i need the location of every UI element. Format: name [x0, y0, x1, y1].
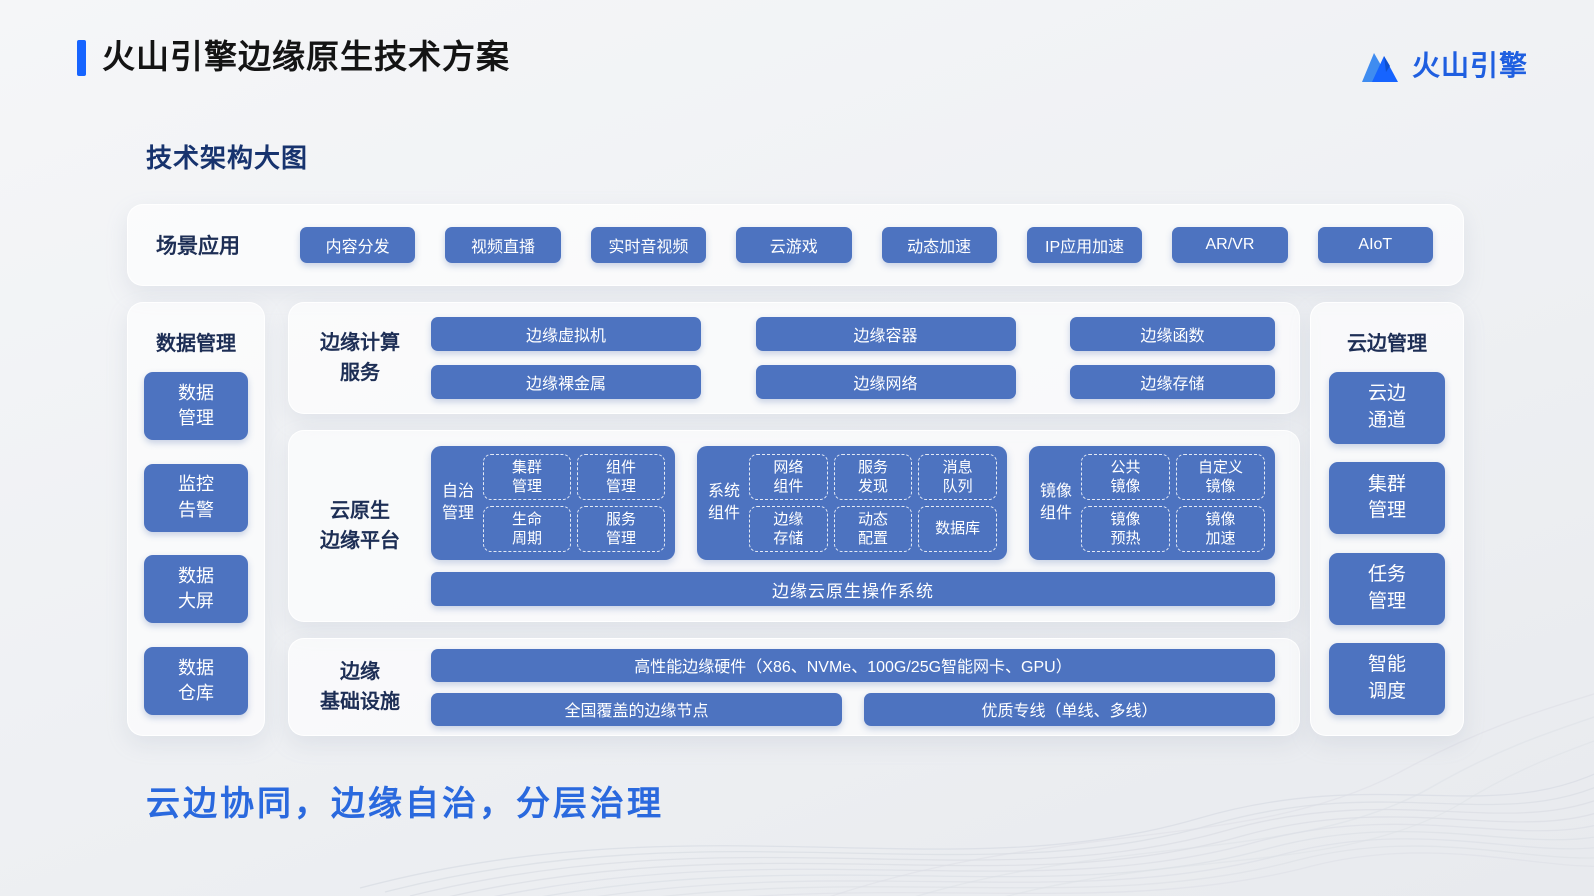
slogan-text: 云边协同，边缘自治，分层治理 — [146, 785, 664, 823]
image-acceleration-item: 镜像 加速 — [1176, 506, 1265, 552]
component-management-item: 组件 管理 — [577, 454, 665, 500]
edge-container-item: 边缘容器 — [755, 317, 1016, 351]
page-title: 火山引擎边缘原生技术方案 — [102, 38, 510, 75]
scenario-item-rtc: 实时音视频 — [590, 227, 707, 263]
premium-lines-bar: 优质专线（单线、多线） — [864, 692, 1275, 726]
data-management-panel-label: 数据管理 — [156, 333, 236, 355]
image-prewarm-item: 镜像 预热 — [1081, 506, 1170, 552]
scenario-panel: 场景应用 内容分发 视频直播 实时音视频 云游戏 动态加速 IP应用加速 AR/… — [127, 204, 1464, 286]
network-component-item: 网络 组件 — [749, 454, 828, 500]
cloud-edge-panel-label: 云边管理 — [1347, 333, 1427, 355]
custom-image-item: 自定义 镜像 — [1176, 454, 1265, 500]
task-management-item: 任务 管理 — [1329, 552, 1445, 625]
edge-infrastructure-panel-label: 边缘 基础设施 — [320, 661, 400, 713]
scenario-item-ar-vr: AR/VR — [1172, 227, 1288, 263]
scenario-item-ip-acceleration: IP应用加速 — [1026, 227, 1143, 263]
scenario-item-live-video: 视频直播 — [445, 227, 561, 263]
monitoring-alert-item: 监控 告警 — [144, 463, 248, 532]
autonomy-management-group: 自治 管理 集群 管理 组件 管理 生命 周期 服务 管理 — [431, 446, 675, 560]
scenario-panel-label: 场景应用 — [156, 235, 240, 258]
cloud-native-groups: 自治 管理 集群 管理 组件 管理 生命 周期 服务 管理 系统 组件 网络 组… — [431, 446, 1275, 560]
database-item: 数据库 — [918, 506, 997, 552]
data-management-item: 数据 管理 — [144, 372, 248, 440]
intelligent-scheduling-item: 智能 调度 — [1329, 642, 1445, 715]
edge-vm-item: 边缘虚拟机 — [431, 317, 701, 351]
brand-logo: 火山引擎 — [1361, 44, 1528, 84]
edge-storage-component-item: 边缘 存储 — [749, 506, 828, 552]
system-components-group-label: 系统 组件 — [707, 483, 740, 522]
title-accent-bar — [77, 40, 86, 76]
edge-storage-item: 边缘存储 — [1070, 365, 1275, 399]
message-queue-item: 消息 队列 — [918, 454, 997, 500]
data-management-panel: 数据管理 数据 管理 监控 告警 数据 大屏 数据 仓库 — [127, 302, 265, 736]
edge-function-item: 边缘函数 — [1070, 317, 1275, 351]
edge-cloud-native-os-bar: 边缘云原生操作系统 — [431, 572, 1275, 606]
section-title: 技术架构大图 — [146, 143, 309, 173]
data-dashboard-item: 数据 大屏 — [144, 555, 248, 624]
service-discovery-item: 服务 发现 — [833, 454, 913, 500]
edge-network-item: 边缘网络 — [755, 365, 1016, 399]
scenario-item-aiot: AIoT — [1317, 227, 1433, 263]
edge-compute-items: 边缘虚拟机 边缘容器 边缘函数 边缘裸金属 边缘网络 边缘存储 — [431, 317, 1275, 399]
cloud-edge-management-panel: 云边管理 云边 通道 集群 管理 任务 管理 智能 调度 — [1310, 302, 1464, 736]
scenario-item-content-delivery: 内容分发 — [300, 227, 416, 263]
scenario-item-dynamic-acceleration: 动态加速 — [881, 227, 997, 263]
decorative-wave-lines — [359, 693, 1594, 896]
edge-baremetal-item: 边缘裸金属 — [431, 365, 701, 399]
cloud-edge-items: 云边 通道 集群 管理 任务 管理 智能 调度 — [1329, 372, 1445, 715]
dynamic-config-item: 动态 配置 — [833, 506, 913, 552]
cloud-native-panel-label: 云原生 边缘平台 — [320, 500, 400, 552]
scenario-items: 内容分发 视频直播 实时音视频 云游戏 动态加速 IP应用加速 AR/VR AI… — [300, 227, 1433, 263]
public-image-item: 公共 镜像 — [1081, 454, 1170, 500]
edge-infrastructure-panel: 边缘 基础设施 高性能边缘硬件（X86、NVMe、100G/25G智能网卡、GP… — [288, 638, 1300, 736]
edge-nodes-bar: 全国覆盖的边缘节点 — [431, 692, 842, 726]
data-warehouse-item: 数据 仓库 — [144, 646, 248, 715]
service-management-item: 服务 管理 — [577, 506, 665, 552]
edge-hardware-bar: 高性能边缘硬件（X86、NVMe、100G/25G智能网卡、GPU） — [431, 648, 1275, 682]
cluster-management-side-item: 集群 管理 — [1329, 462, 1445, 535]
brand-logo-text: 火山引擎 — [1411, 50, 1528, 81]
cloud-edge-channel-item: 云边 通道 — [1329, 372, 1445, 444]
lifecycle-item: 生命 周期 — [483, 506, 571, 552]
cluster-management-item: 集群 管理 — [483, 454, 571, 500]
mountain-logo-icon — [1361, 53, 1398, 82]
autonomy-management-group-label: 自治 管理 — [441, 483, 474, 522]
scenario-item-cloud-gaming: 云游戏 — [736, 227, 852, 263]
cloud-native-platform-panel: 云原生 边缘平台 自治 管理 集群 管理 组件 管理 生命 周期 服务 管理 系… — [288, 430, 1300, 622]
edge-compute-panel: 边缘计算 服务 边缘虚拟机 边缘容器 边缘函数 边缘裸金属 边缘网络 边缘存储 — [288, 302, 1300, 414]
data-management-items: 数据 管理 监控 告警 数据 大屏 数据 仓库 — [144, 372, 248, 715]
system-components-group: 系统 组件 网络 组件 服务 发现 消息 队列 边缘 存储 动态 配置 数据库 — [697, 446, 1007, 560]
image-components-group: 镜像 组件 公共 镜像 自定义 镜像 镜像 预热 镜像 加速 — [1029, 446, 1275, 560]
edge-compute-panel-label: 边缘计算 服务 — [320, 332, 400, 384]
image-components-group-label: 镜像 组件 — [1039, 483, 1072, 522]
